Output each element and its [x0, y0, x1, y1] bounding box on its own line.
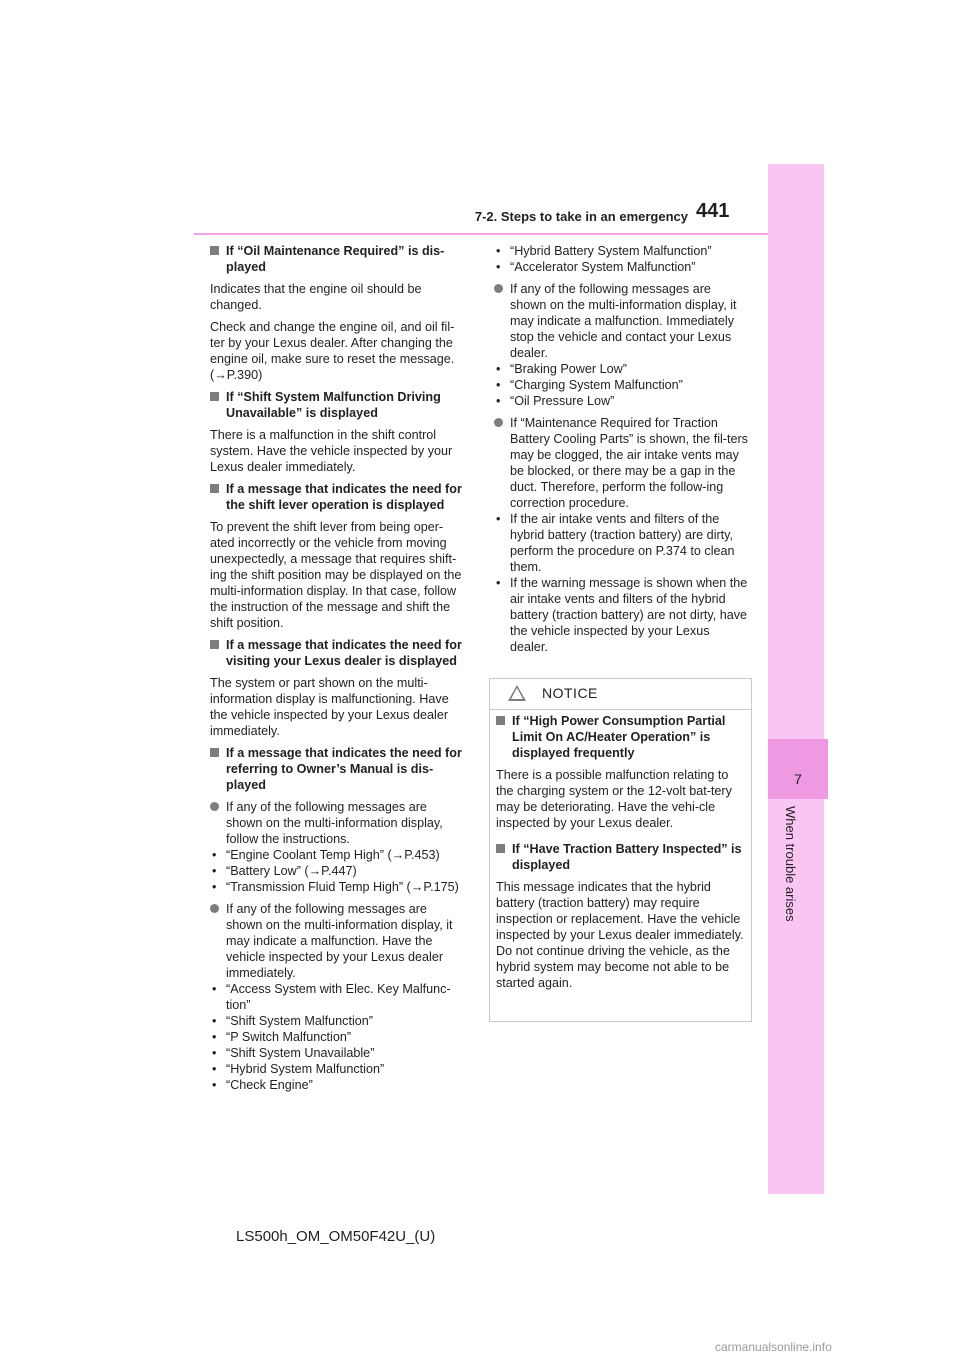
list-item: “Check Engine” — [210, 1077, 466, 1093]
message-list: “Braking Power Low” “Charging System Mal… — [494, 361, 750, 409]
notice-box: NOTICE If “High Power Consumption Partia… — [489, 678, 752, 1022]
heading-text: If “High Power Consumption Partial Limit… — [512, 714, 726, 760]
heading-text: If a message that indicates the need for… — [226, 746, 462, 792]
warning-triangle-icon — [508, 685, 526, 701]
paragraph: This message indicates that the hybrid b… — [496, 880, 744, 942]
list-item: “Transmission Fluid Temp High” (→P.175) — [210, 879, 466, 895]
bullet-paragraph: If “Maintenance Required for Traction Ba… — [494, 415, 750, 511]
right-column: “Hybrid Battery System Malfunction” “Acc… — [494, 243, 750, 661]
bullet-paragraph: If any of the following messages are sho… — [494, 281, 750, 361]
heading-text: If a message that indicates the need for… — [226, 482, 462, 512]
bullet-text: If any of the following messages are sho… — [226, 800, 443, 846]
notice-heading: If “High Power Consumption Partial Limit… — [496, 713, 746, 761]
square-bullet-icon — [210, 748, 219, 757]
manual-code: LS500h_OM_OM50F42U_(U) — [236, 1228, 436, 1245]
heading-text: If “Oil Maintenance Required” is dis-pla… — [226, 244, 445, 274]
list-item: “Engine Coolant Temp High” (→P.453) — [210, 847, 466, 863]
header-divider — [194, 233, 768, 235]
list-item: “Hybrid System Malfunction” — [210, 1061, 466, 1077]
square-bullet-icon — [496, 716, 505, 725]
bullet-paragraph: If any of the following messages are sho… — [210, 901, 466, 981]
paragraph: The system or part shown on the multi-in… — [210, 676, 449, 738]
page-number: 441 — [696, 200, 730, 222]
message-list: “Access System with Elec. Key Malfunc-ti… — [210, 981, 466, 1093]
notice-body: If “High Power Consumption Partial Limit… — [496, 713, 746, 997]
list-item: “Hybrid Battery System Malfunction” — [494, 243, 750, 259]
paragraph: There is a possible malfunction relating… — [496, 768, 732, 830]
section-title: 7-2. Steps to take in an emergency — [474, 209, 688, 224]
chapter-label: When trouble arises — [783, 806, 798, 922]
shift-lever-heading: If a message that indicates the need for… — [210, 481, 466, 513]
oil-maintenance-heading: If “Oil Maintenance Required” is dis-pla… — [210, 243, 466, 275]
chapter-number: 7 — [794, 771, 802, 787]
paragraph: Indicates that the engine oil should be … — [210, 282, 422, 312]
paragraph: Do not continue driving the vehicle, as … — [496, 944, 730, 990]
message-list: “Engine Coolant Temp High” (→P.453) “Bat… — [210, 847, 466, 895]
paragraph: To prevent the shift lever from being op… — [210, 520, 462, 630]
bullet-paragraph: If any of the following messages are sho… — [210, 799, 466, 847]
bullet-text: If “Maintenance Required for Traction Ba… — [510, 416, 748, 510]
owners-manual-heading: If a message that indicates the need for… — [210, 745, 466, 793]
circle-bullet-icon — [494, 418, 503, 427]
list-item: If the warning message is shown when the… — [494, 575, 750, 655]
list-item: “P Switch Malfunction” — [210, 1029, 466, 1045]
list-item: “Battery Low” (→P.447) — [210, 863, 466, 879]
list-item: If the air intake vents and filters of t… — [494, 511, 750, 575]
list-item: “Accelerator System Malfunction” — [494, 259, 750, 275]
heading-text: If a message that indicates the need for… — [226, 638, 462, 668]
watermark: carmanualsonline.info — [715, 1340, 832, 1354]
list-item: “Shift System Malfunction” — [210, 1013, 466, 1029]
circle-bullet-icon — [210, 802, 219, 811]
chapter-number-block: 7 — [768, 739, 828, 799]
list-item: “Oil Pressure Low” — [494, 393, 750, 409]
shift-system-heading: If “Shift System Malfunction Driving Una… — [210, 389, 466, 421]
square-bullet-icon — [210, 484, 219, 493]
left-column: If “Oil Maintenance Required” is dis-pla… — [210, 243, 466, 1099]
list-item: “Charging System Malfunction” — [494, 377, 750, 393]
bullet-text: If any of the following messages are sho… — [510, 282, 737, 360]
heading-text: If “Shift System Malfunction Driving Una… — [226, 390, 441, 420]
square-bullet-icon — [210, 640, 219, 649]
heading-text: If “Have Traction Battery Inspected” is … — [512, 842, 742, 872]
bullet-text: If any of the following messages are sho… — [226, 902, 453, 980]
paragraph: There is a malfunction in the shift cont… — [210, 428, 453, 474]
square-bullet-icon — [210, 246, 219, 255]
square-bullet-icon — [210, 392, 219, 401]
square-bullet-icon — [496, 844, 505, 853]
procedure-list: If the air intake vents and filters of t… — [494, 511, 750, 655]
notice-title: NOTICE — [542, 685, 598, 701]
visit-dealer-heading: If a message that indicates the need for… — [210, 637, 466, 669]
list-item: “Access System with Elec. Key Malfunc-ti… — [210, 981, 466, 1013]
circle-bullet-icon — [210, 904, 219, 913]
notice-heading: If “Have Traction Battery Inspected” is … — [496, 841, 746, 873]
list-item: “Shift System Unavailable” — [210, 1045, 466, 1061]
list-item: “Braking Power Low” — [494, 361, 750, 377]
chapter-side-tab — [768, 164, 824, 1194]
circle-bullet-icon — [494, 284, 503, 293]
message-list: “Hybrid Battery System Malfunction” “Acc… — [494, 243, 750, 275]
paragraph: Check and change the engine oil, and oil… — [210, 320, 455, 382]
notice-header: NOTICE — [490, 679, 751, 710]
